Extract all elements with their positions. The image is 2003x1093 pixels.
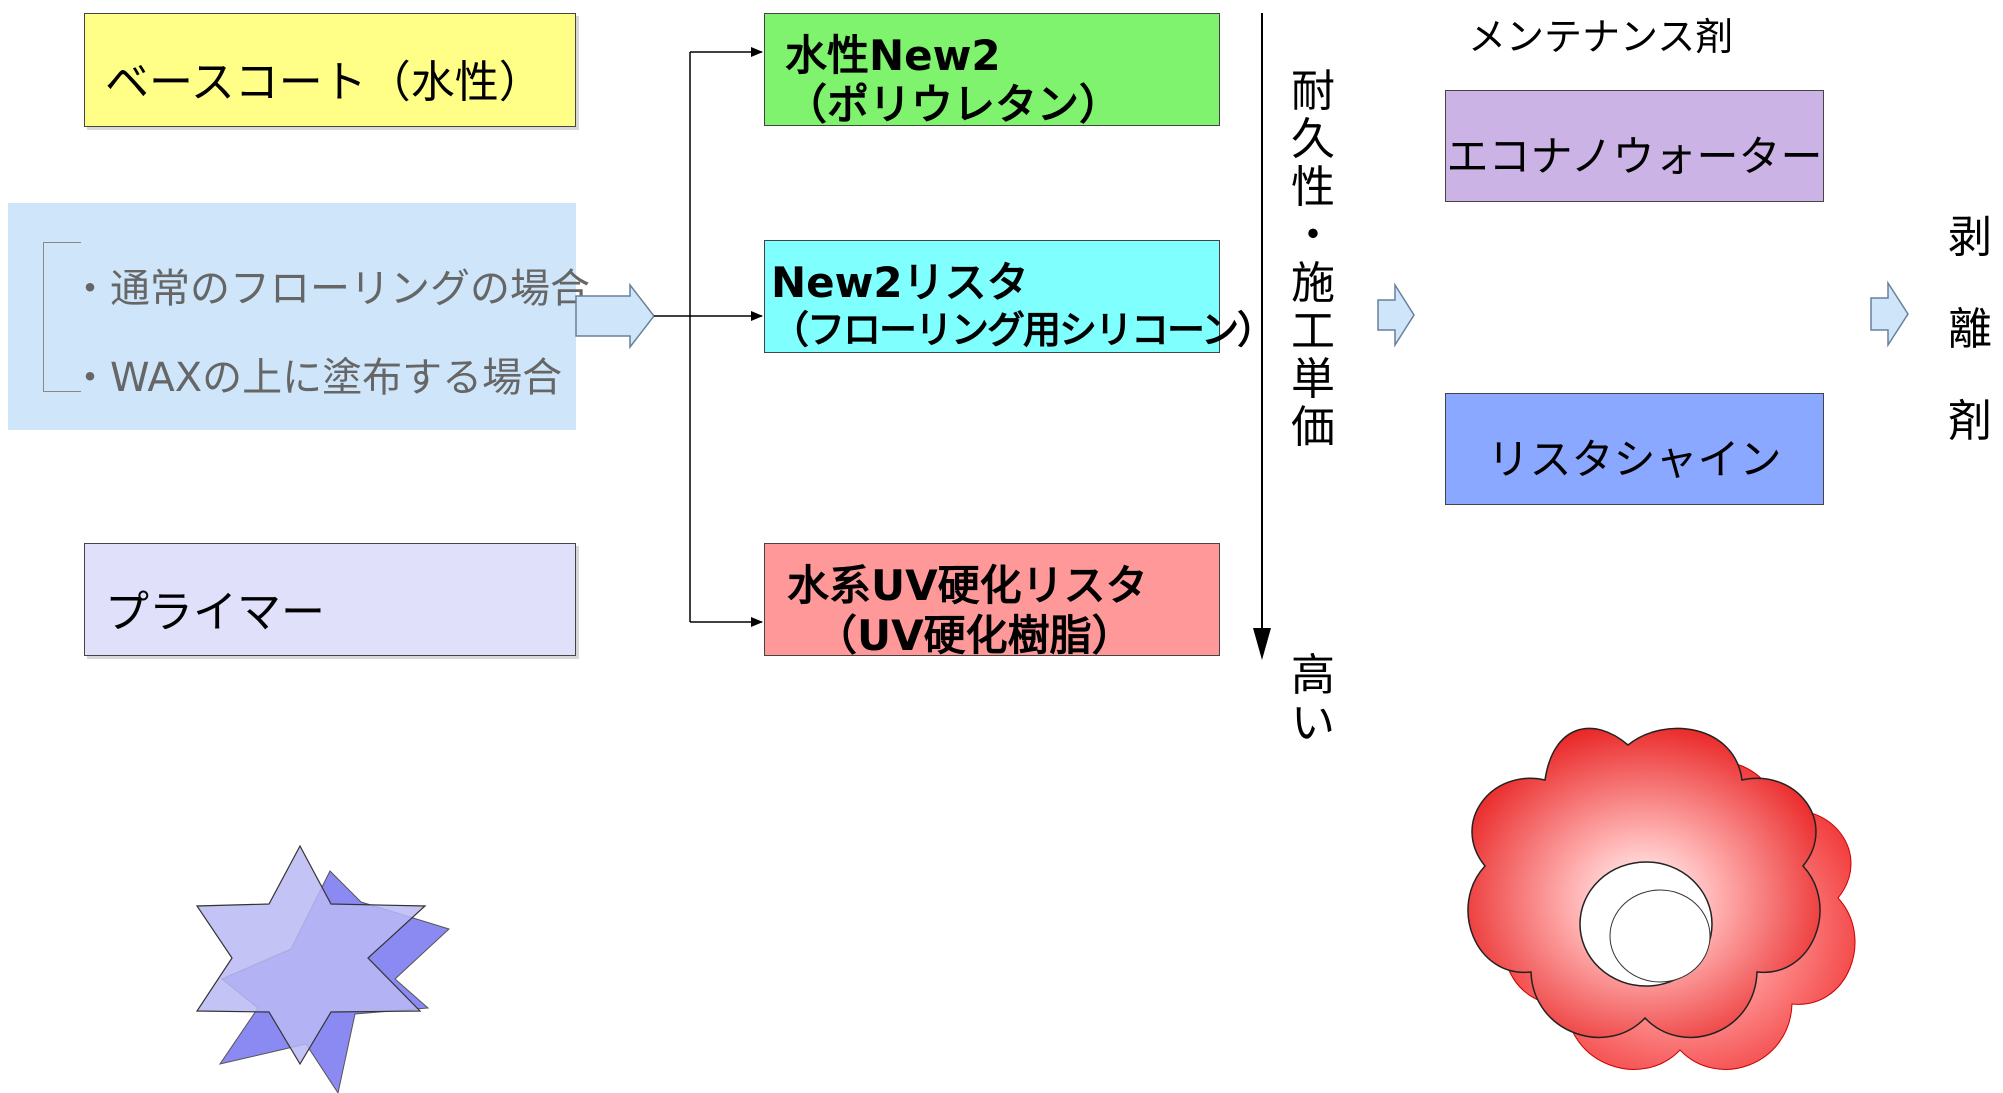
arrow-right-icon [1870,280,1909,348]
stripper-label: 剥離剤 [1948,212,1992,447]
maintenance-title: メンテナンス剤 [1468,15,1734,59]
basecoat-label: ベースコート（水性） [105,57,543,108]
durability-cost-label: 耐久性・施工単価 [1291,66,1335,453]
high-label: 高い [1291,650,1335,749]
product-uv-lista-name: 水系UV硬化リスタ [787,561,1148,610]
usage-panel: ・通常のフローリングの場合 ・WAXの上に塗布する場合 [8,203,590,430]
product-new2-name: 水性New2 [785,31,1001,80]
product-new2: 水性New2 （ポリウレタン） [764,13,1220,129]
flower-icon [1467,727,1856,1070]
maintenance-lista-shine-label: リスタシャイン [1487,435,1782,484]
bullet-normal-flooring: ・通常のフローリングの場合 [70,266,590,312]
product-uv-lista-type: （UV硬化樹脂） [815,611,1134,660]
product-uv-lista: 水系UV硬化リスタ （UV硬化樹脂） [764,543,1220,660]
product-new2-lista: New2リスタ （フローリング用シリコーン） [764,240,1275,353]
product-new2-lista-name: New2リスタ [771,258,1029,307]
star-icon [195,844,450,1093]
bracket [43,242,81,392]
product-new2-type: （ポリウレタン） [785,80,1122,129]
maintenance-econa-water: エコナノウォーター [1445,90,1824,202]
maintenance-lista-shine: リスタシャイン [1445,393,1824,505]
bullet-over-wax: ・WAXの上に塗布する場合 [70,355,563,401]
product-new2-lista-type: （フローリング用シリコーン） [771,308,1275,352]
arrow-right-icon [1377,282,1415,348]
primer-label: プライマー [105,587,325,638]
primer-box: プライマー [84,543,576,656]
bracket-connector [654,47,763,627]
arrow-right-icon [575,282,655,350]
basecoat-box: ベースコート（水性） [84,13,576,127]
durability-axis-arrow [1253,13,1271,660]
maintenance-econa-water-label: エコナノウォーター [1446,132,1823,181]
